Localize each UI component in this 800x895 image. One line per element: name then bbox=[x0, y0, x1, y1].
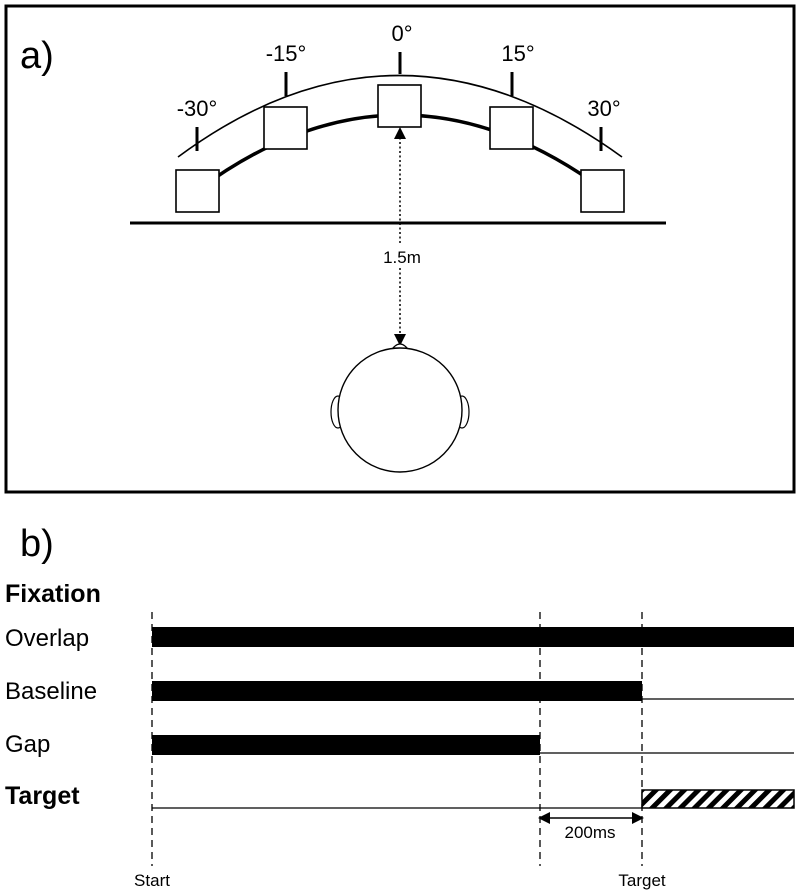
observer-head-icon bbox=[330, 343, 470, 473]
row-label-overlap: Overlap bbox=[5, 625, 89, 652]
angle-minus-30: -30° bbox=[177, 96, 218, 121]
interval-label: 200ms bbox=[564, 823, 615, 842]
gap-fixation-bar bbox=[152, 735, 540, 755]
distance-label: 1.5m bbox=[383, 248, 421, 267]
distance-label-bg bbox=[378, 244, 424, 268]
stimulus-box-minus-30 bbox=[175, 169, 220, 213]
target-heading: Target bbox=[5, 782, 80, 810]
stimulus-box-plus-15 bbox=[489, 106, 534, 150]
panel-b-label: b) bbox=[20, 523, 54, 565]
target-onset-bar bbox=[641, 789, 795, 809]
fixation-heading: Fixation bbox=[5, 580, 101, 608]
stimulus-box-zero bbox=[377, 84, 422, 128]
outer-arc bbox=[177, 74, 623, 158]
overlap-fixation-bar bbox=[152, 627, 794, 647]
row-label-gap: Gap bbox=[5, 731, 50, 758]
stimulus-box-minus-15 bbox=[263, 106, 308, 150]
panel-a-frame bbox=[4, 4, 796, 494]
target-time-label: Target bbox=[618, 871, 666, 890]
angle-plus-30: 30° bbox=[587, 96, 620, 121]
angle-minus-15: -15° bbox=[266, 41, 307, 66]
stimulus-box-plus-30 bbox=[580, 169, 625, 213]
row-label-baseline: Baseline bbox=[5, 678, 97, 705]
angle-plus-15: 15° bbox=[501, 41, 534, 66]
panel-a-label: a) bbox=[20, 35, 54, 77]
baseline-fixation-bar bbox=[152, 681, 642, 701]
angle-zero: 0° bbox=[391, 21, 412, 46]
start-label: Start bbox=[134, 871, 170, 890]
